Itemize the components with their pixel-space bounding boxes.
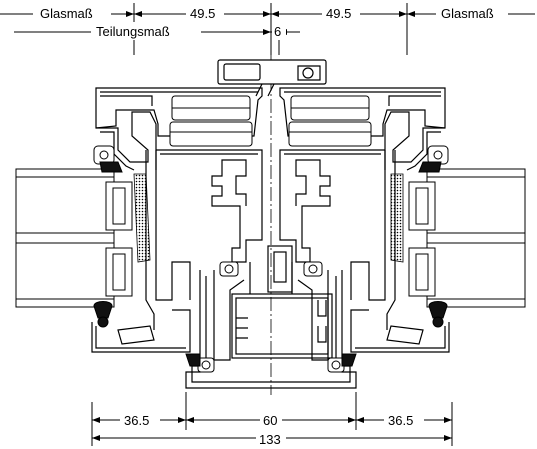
dim-bottom-left-label: 36.5 <box>124 413 149 428</box>
dim-right-49-5-label: 49.5 <box>326 6 351 21</box>
dim-division-value: 6 <box>274 24 281 39</box>
dim-bottom-right-label: 36.5 <box>388 413 413 428</box>
dim-glass-left-label: Glasmaß <box>40 6 93 21</box>
hardware-clips <box>93 145 449 373</box>
thermal-insulation-blocks <box>169 95 372 147</box>
dim-glass-right-label: Glasmaß <box>441 6 494 21</box>
right-sash-profile <box>279 111 450 353</box>
spacer-profiles <box>105 181 436 297</box>
dim-bottom-total-label: 133 <box>259 432 281 447</box>
center-cap <box>217 59 327 97</box>
dim-bottom-center-label: 60 <box>263 413 277 428</box>
left-sash-profile <box>91 111 263 353</box>
frame-outline <box>95 87 446 137</box>
bottom-dimension-arrows <box>92 417 452 441</box>
glass-pane-right <box>426 168 526 308</box>
dim-left-49-5-label: 49.5 <box>190 6 215 21</box>
dim-division-label: Teilungsmaß <box>96 24 170 39</box>
seal-gaskets <box>93 161 448 367</box>
glass-pane-left <box>15 168 115 308</box>
